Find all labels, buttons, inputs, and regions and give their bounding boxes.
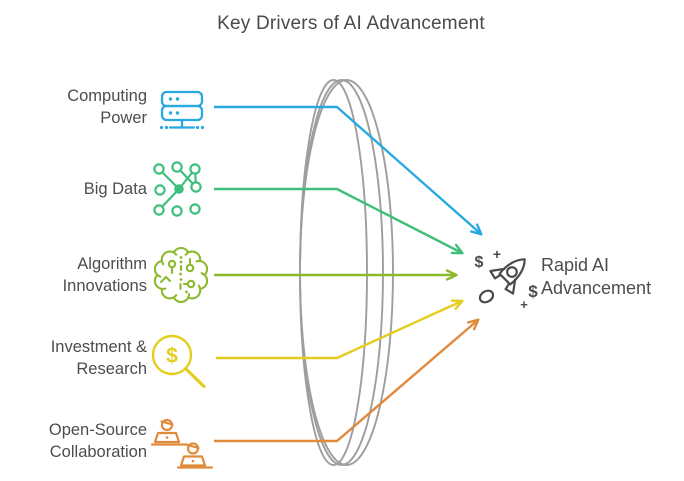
rocket-icon: $ + $ + [475, 246, 539, 312]
driver-label-computing-power: Computing Power [67, 87, 147, 127]
plus-glyph: + [520, 297, 528, 312]
driver-label-big-data: Big Data [83, 180, 147, 198]
driver-label-algorithm: Algorithm Innovations [62, 255, 147, 295]
server-icon [159, 90, 205, 130]
driver-label-open-source: Open-Source Collaboration [48, 421, 147, 461]
dollar-magnifier-icon: $ [151, 334, 206, 389]
lens-shape [299, 79, 394, 466]
outcome-label: Rapid AI Advancement [541, 255, 652, 298]
dollar-glyph: $ [475, 254, 484, 271]
arrow-computing-power [214, 105, 483, 236]
plus-glyph: + [493, 246, 501, 262]
dollar-glyph: $ [528, 282, 538, 301]
arrow-big-data [214, 187, 464, 255]
driver-label-investment: Investment & Research [50, 338, 147, 378]
people-laptops-icon [150, 418, 214, 469]
brain-circuit-icon [153, 246, 209, 304]
dollar-glyph: $ [166, 345, 178, 368]
page-title: Key Drivers of AI Advancement [217, 13, 485, 34]
arrow-open-source [214, 318, 480, 443]
network-nodes-icon [153, 161, 202, 217]
arrow-investment-research [216, 299, 464, 360]
